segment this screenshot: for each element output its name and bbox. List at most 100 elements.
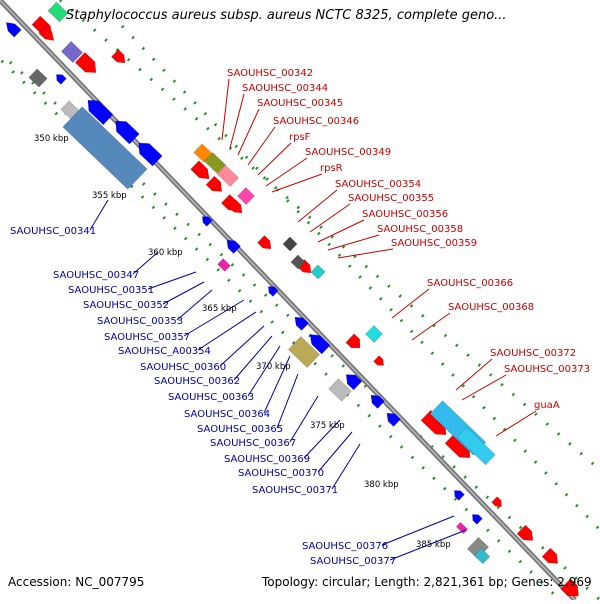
reverse-gene-arrow	[294, 316, 309, 331]
reverse-gene-label[interactable]: SAOUHSC_00362	[154, 376, 240, 387]
reverse-label-leader	[263, 355, 291, 414]
forward-gene-arrow	[491, 496, 502, 507]
forward-gene-block	[310, 264, 326, 280]
forward-gene-label[interactable]: SAOUHSC_00359	[391, 238, 477, 249]
reverse-gene-arrow	[115, 120, 140, 145]
reverse-gene-label[interactable]: SAOUHSC_00353	[97, 316, 183, 327]
forward-label-leader	[461, 374, 507, 401]
reverse-gene-label[interactable]: SAOUHSC_00371	[252, 485, 338, 496]
scale-tick-label: 385 kbp	[416, 540, 451, 550]
forward-label-leader	[495, 410, 537, 437]
forward-label-leader	[309, 203, 351, 233]
reverse-gene-arrow	[472, 514, 483, 525]
reverse-label-leader	[147, 271, 197, 290]
forward-gene-arrow	[190, 160, 210, 180]
reverse-gene-arrow	[454, 490, 465, 501]
reverse-gene-label[interactable]: SAOUHSC_00341	[10, 226, 96, 237]
forward-gene-arrow	[228, 199, 243, 214]
forward-gene-label[interactable]: SAOUHSC_00345	[257, 98, 343, 109]
forward-gene-label[interactable]: rpsR	[320, 163, 343, 174]
scale-tick-label: 375 kbp	[310, 421, 345, 431]
reverse-gene-arrow	[370, 394, 385, 409]
reverse-gene-block	[28, 68, 48, 88]
forward-gene-arrow	[38, 25, 55, 41]
reverse-gene-label[interactable]: SAOUHSC_00347	[53, 270, 139, 281]
label-leader-lines	[89, 78, 537, 561]
forward-gene-label[interactable]: rpsF	[289, 132, 311, 143]
forward-gene-label[interactable]: SAOUHSC_00366	[427, 278, 513, 289]
forward-gene-label[interactable]: SAOUHSC_00373	[504, 364, 590, 375]
forward-gene-label[interactable]: SAOUHSC_00346	[273, 116, 359, 127]
forward-gene-arrow	[205, 175, 223, 192]
reverse-gene-label[interactable]: SAOUHSC_A00354	[118, 346, 211, 357]
reverse-gene-label[interactable]: SAOUHSC_00352	[83, 300, 169, 311]
forward-label-leader	[221, 78, 230, 141]
forward-gene-label[interactable]: SAOUHSC_00354	[335, 179, 421, 190]
forward-gene-arrow	[111, 49, 126, 64]
forward-gene-label[interactable]: SAOUHSC_00358	[377, 224, 463, 235]
forward-gene-label[interactable]: SAOUHSC_00355	[348, 193, 434, 204]
reverse-gene-label[interactable]: SAOUHSC_00351	[68, 285, 154, 296]
forward-gene-label[interactable]: SAOUHSC_00372	[490, 348, 576, 359]
reverse-gene-block	[62, 106, 148, 190]
reverse-gene-arrow	[5, 22, 22, 38]
backbone-highlight	[0, 0, 576, 601]
forward-gene-block	[203, 152, 227, 174]
reverse-gene-label[interactable]: SAOUHSC_00364	[184, 409, 270, 420]
forward-gene-label[interactable]: guaA	[534, 400, 560, 411]
forward-gene-label[interactable]: SAOUHSC_00342	[227, 68, 313, 79]
reverse-gene-label[interactable]: SAOUHSC_00369	[224, 454, 310, 465]
scale-tick-label: 360 kbp	[148, 248, 183, 258]
reverse-label-leader	[381, 515, 455, 546]
forward-gene-arrow	[74, 51, 97, 73]
reverse-gene-label[interactable]: SAOUHSC_00360	[140, 362, 226, 373]
forward-gene-label[interactable]: SAOUHSC_00349	[305, 147, 391, 158]
scale-tick-label: 365 kbp	[202, 304, 237, 314]
forward-gene-label[interactable]: SAOUHSC_00368	[448, 302, 534, 313]
reverse-label-leader	[247, 345, 281, 397]
forward-gene-block	[47, 1, 69, 23]
forward-label-leader	[317, 219, 365, 243]
reverse-gene-arrow	[345, 374, 363, 391]
dot-track	[59, 0, 600, 472]
reverse-label-leader	[183, 299, 245, 337]
forward-label-leader	[229, 93, 245, 149]
forward-label-leader	[455, 358, 493, 391]
reverse-gene-label[interactable]: SAOUHSC_00377	[310, 556, 396, 567]
scale-tick-label: 370 kbp	[256, 362, 291, 372]
sequence-title: Staphylococcus aureus subsp. aureus NCTC…	[66, 8, 507, 23]
reverse-label-leader	[89, 199, 109, 231]
reverse-gene-block	[61, 41, 83, 63]
forward-gene-label[interactable]: SAOUHSC_00356	[362, 209, 448, 220]
reverse-gene-block	[288, 336, 320, 368]
reverse-label-leader	[317, 431, 353, 473]
reverse-label-leader	[289, 395, 319, 443]
reverse-label-leader	[197, 311, 257, 351]
reverse-gene-label[interactable]: SAOUHSC_00357	[104, 332, 190, 343]
forward-label-leader	[391, 288, 430, 319]
reverse-label-leader	[331, 443, 361, 490]
forward-label-leader	[237, 108, 260, 156]
reverse-gene-label[interactable]: SAOUHSC_00363	[168, 392, 254, 403]
forward-label-leader	[265, 157, 308, 187]
dot-track	[120, 24, 600, 532]
scale-tick-label: 380 kbp	[364, 480, 399, 490]
reverse-gene-label[interactable]: SAOUHSC_00367	[210, 438, 296, 449]
forward-gene-block	[365, 325, 383, 343]
reverse-gene-arrow	[138, 142, 163, 167]
forward-gene-arrow	[516, 524, 534, 541]
reverse-label-leader	[176, 289, 213, 321]
reverse-gene-arrow	[226, 239, 241, 254]
forward-gene-arrow	[373, 355, 384, 366]
reverse-gene-label[interactable]: SAOUHSC_00370	[238, 468, 324, 479]
forward-label-leader	[271, 173, 323, 193]
reverse-gene-label[interactable]: SAOUHSC_00376	[302, 541, 388, 552]
forward-gene-label[interactable]: SAOUHSC_00344	[242, 83, 328, 94]
reverse-gene-label[interactable]: SAOUHSC_00365	[197, 424, 283, 435]
reverse-label-leader	[162, 281, 205, 305]
reverse-gene-arrow	[386, 412, 401, 427]
forward-gene-block	[216, 165, 240, 187]
